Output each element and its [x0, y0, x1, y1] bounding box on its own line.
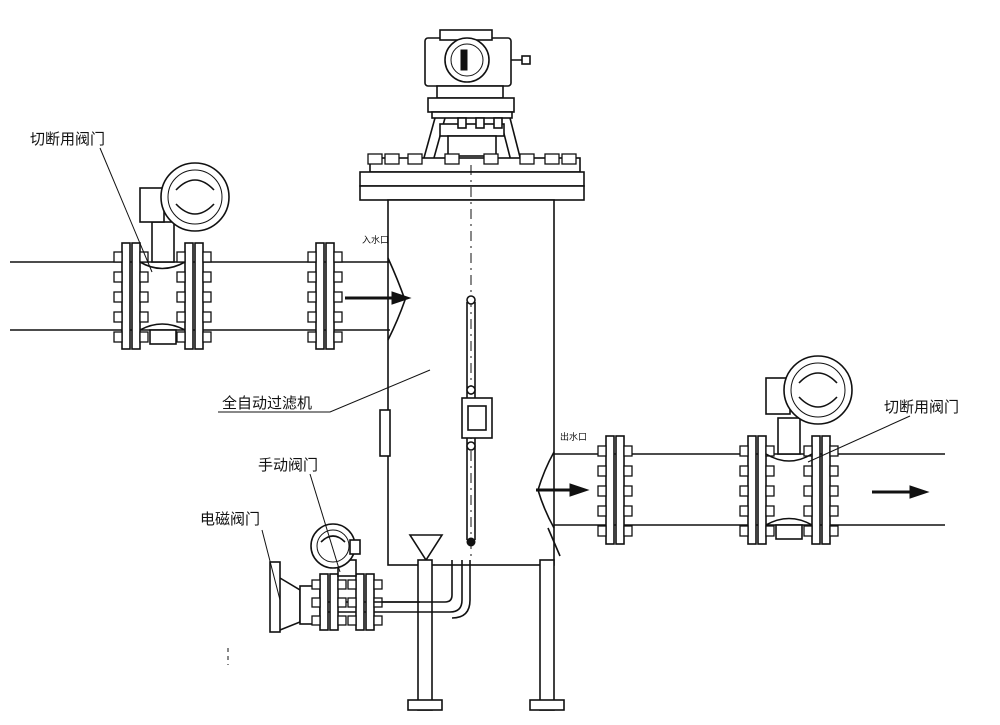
label-shutoff-valve-left: 切断用阀门	[30, 130, 105, 148]
label-shutoff-valve-right: 切断用阀门	[884, 398, 959, 416]
top-flange	[359, 153, 585, 201]
drain-valves	[227, 523, 420, 665]
label-inlet: 入水口	[362, 234, 389, 246]
drive-motor	[421, 29, 531, 166]
outlet-pipe	[536, 355, 945, 545]
support-legs	[407, 527, 565, 711]
label-auto-filter: 全自动过滤机	[222, 394, 312, 412]
filter-housing	[379, 165, 555, 566]
label-manual-valve: 手动阀门	[258, 456, 318, 474]
label-outlet: 出水口	[560, 431, 587, 443]
drain-pipe	[300, 560, 471, 619]
leader-lines	[99, 147, 911, 601]
label-solenoid-valve: 电磁阀门	[200, 510, 260, 528]
inlet-pipe	[10, 162, 412, 350]
